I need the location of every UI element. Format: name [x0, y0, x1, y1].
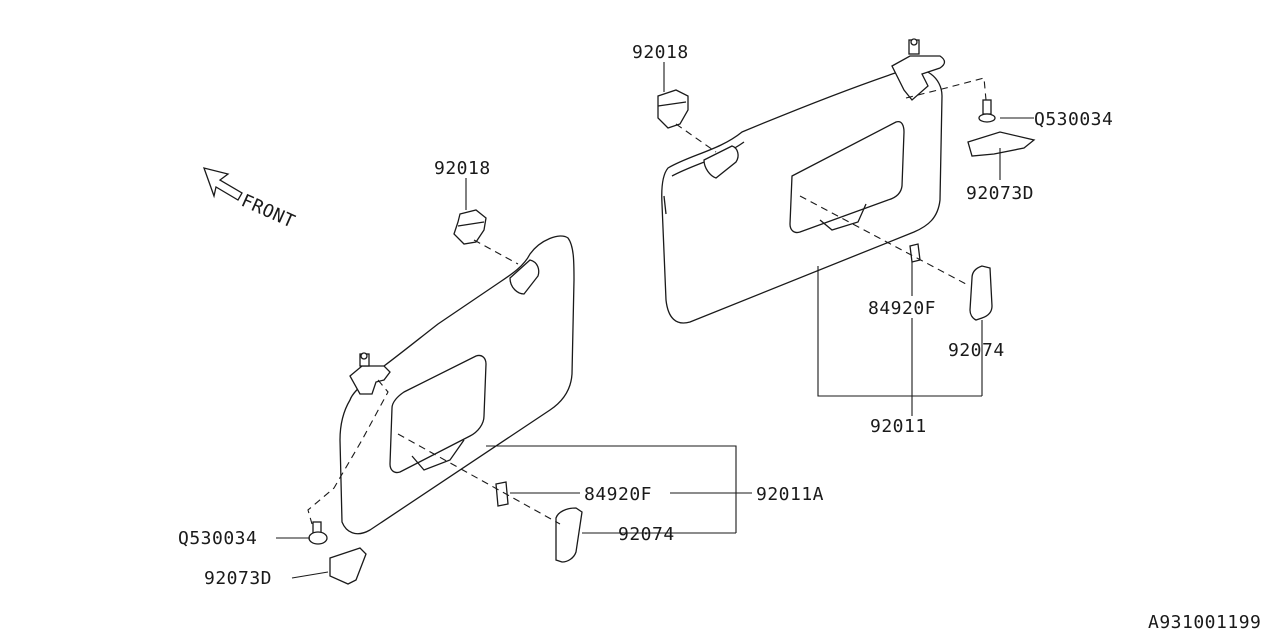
label-left-92074: 92074 — [618, 524, 675, 545]
label-right-92074: 92074 — [948, 340, 1005, 361]
front-label: FRONT — [238, 190, 298, 232]
label-left-92018: 92018 — [434, 158, 491, 179]
label-right-q530034: Q530034 — [1034, 109, 1113, 130]
label-right-84920f: 84920F — [868, 298, 936, 319]
right-cover-92073d — [967, 131, 1036, 157]
left-visor-hook-92018 — [453, 209, 487, 245]
label-left-q530034: Q530034 — [178, 528, 257, 549]
label-left-92073d: 92073D — [204, 568, 272, 589]
left-screw-q530034 — [308, 521, 328, 545]
label-right-92073d: 92073D — [966, 183, 1034, 204]
diagram-reference-code: A931001199 — [1148, 612, 1261, 633]
left-lens-92074 — [555, 507, 583, 563]
label-right-92011: 92011 — [870, 416, 927, 437]
left-bulb-84920f — [495, 481, 509, 507]
right-sun-visor — [661, 38, 946, 324]
front-arrow-icon — [202, 167, 243, 201]
label-left-84920f: 84920F — [584, 484, 652, 505]
right-lens-92074 — [969, 265, 993, 321]
left-sun-visor — [339, 235, 575, 535]
label-left-92011a: 92011A — [756, 484, 824, 505]
left-cover-92073d — [329, 547, 367, 585]
label-right-92018: 92018 — [632, 42, 689, 63]
right-screw-q530034 — [978, 99, 996, 123]
right-visor-hook-92018 — [657, 89, 689, 129]
